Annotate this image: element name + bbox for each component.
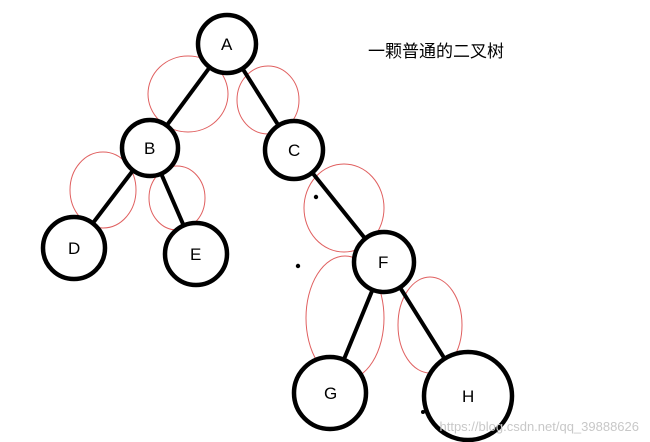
tree-node-e: E [162,220,230,288]
edge-f-g [341,285,376,364]
tree-node-h: H [421,349,515,442]
node-circle [421,349,515,442]
node-circle [119,117,181,179]
stray-dot [295,263,301,269]
tree-node-a: A [195,12,259,76]
node-label: D [68,239,80,258]
node-circle [195,12,259,76]
node-label: H [462,387,474,406]
edge-highlight-b-d [69,151,137,229]
node-label: G [324,384,337,403]
edge-b-d [89,166,137,227]
node-label: F [378,253,388,272]
edge-highlight-c-f [303,163,385,253]
edge-a-b [163,63,213,130]
node-label: C [288,141,300,160]
node-circle [291,354,369,432]
node-circle [40,214,108,282]
tree-node-f: F [351,229,417,295]
tree-node-c: C [262,118,326,182]
stray-dot [313,194,319,200]
edge-highlight-a-b [147,55,229,133]
node-label: A [221,35,233,54]
edge-b-e [158,169,187,230]
node-label: E [190,245,201,264]
edge-layer [89,63,448,364]
node-layer: A B C D E F G H [40,12,515,442]
stray-dot [421,410,425,414]
node-circle [262,118,326,182]
edge-a-c [239,64,282,130]
edge-f-h [396,283,448,363]
edge-c-f [308,169,369,243]
watermark-text: https://blog.csdn.net/qq_39888626 [440,419,640,434]
node-circle [351,229,417,295]
tree-node-b: B [119,117,181,179]
stray-dot-layer [295,194,425,414]
tree-node-d: D [40,214,108,282]
tree-node-g: G [291,354,369,432]
node-circle [162,220,230,288]
diagram-caption: 一颗普通的二叉树 [368,42,504,62]
node-label: B [144,139,155,158]
